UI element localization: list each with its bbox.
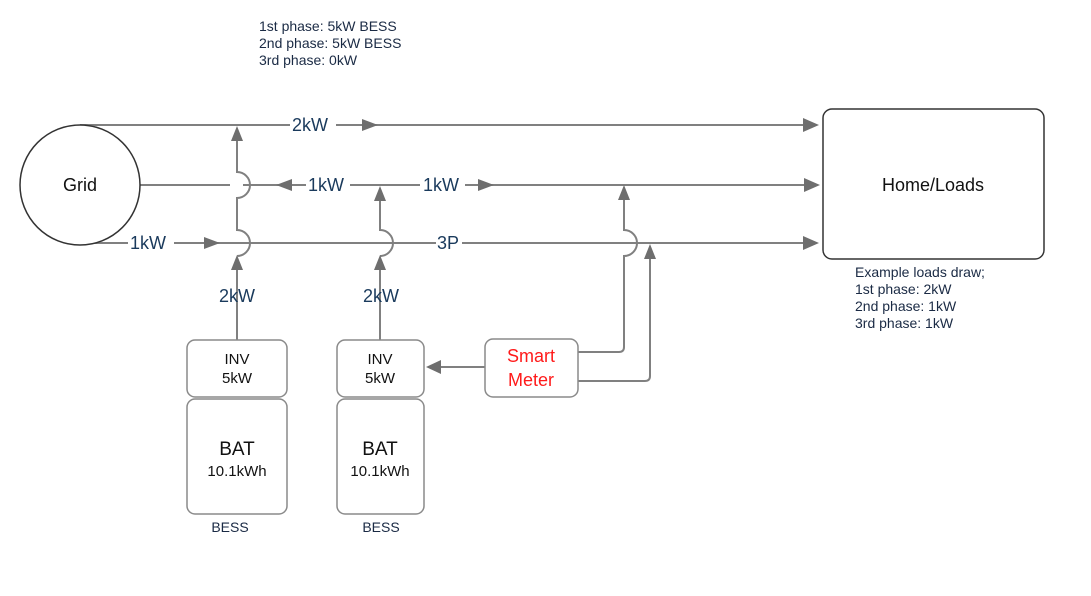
bess2-flow-label: 2kW (363, 286, 399, 306)
phase2-flow-left-label: 1kW (308, 175, 344, 195)
phase2-arrow-right (478, 179, 494, 191)
phase1-arrow-home (803, 118, 819, 132)
bess1-feed-line: 2kW (219, 126, 255, 340)
smart-meter-line-2: Meter (508, 370, 554, 390)
phase2-line: 1kW 1kW (140, 175, 820, 195)
bess2-arrow-lower (374, 255, 386, 270)
battery-box-2 (336, 398, 425, 515)
load-note-line-1: Example loads draw; (855, 264, 985, 280)
phase3-arrow-home (803, 236, 819, 250)
smart-meter-ct-lines (578, 185, 656, 382)
top-note-line-2: 2nd phase: 5kW BESS (259, 35, 401, 51)
bess2-feed-line: 2kW (363, 186, 399, 340)
inverter-title-1: INV (224, 351, 249, 368)
battery-title-1: BAT (219, 439, 255, 460)
smart-meter-arrow (426, 360, 441, 374)
battery-box-1 (186, 398, 288, 515)
grid-node: Grid (19, 124, 141, 246)
ct-arrow-phase3 (644, 244, 656, 259)
load-note-line-4: 3rd phase: 1kW (855, 315, 954, 331)
phase3-flow-label: 1kW (130, 233, 166, 253)
inverter-title-2: INV (367, 351, 392, 368)
top-note-line-3: 3rd phase: 0kW (259, 52, 358, 68)
bess1-arrow-phase1 (231, 126, 243, 141)
phase3-label: 3P (437, 233, 459, 253)
ct-arrow-phase2 (618, 185, 630, 200)
phase2-arrow-left (276, 179, 292, 191)
battery-capacity-1: 10.1kWh (207, 463, 266, 480)
phase1-flow-label: 2kW (292, 115, 328, 135)
phase3-arrow-mid (204, 237, 220, 249)
top-note-line-1: 1st phase: 5kW BESS (259, 18, 397, 34)
bess-1: INV 5kW BAT 10.1kWh BESS (186, 339, 288, 535)
battery-title-2: BAT (362, 439, 398, 460)
inverter-box-2 (336, 339, 425, 398)
bess-caption-2: BESS (362, 519, 399, 535)
inverter-rating-1: 5kW (222, 370, 253, 387)
bess1-arrow-lower (231, 255, 243, 270)
load-note-line-2: 1st phase: 2kW (855, 281, 952, 297)
bess-2: INV 5kW BAT 10.1kWh BESS (336, 339, 425, 535)
bess-caption-1: BESS (211, 519, 248, 535)
phase2-flow-right-label: 1kW (423, 175, 459, 195)
smart-meter-line-1: Smart (507, 346, 555, 366)
bess2-arrow-phase2 (374, 186, 386, 201)
phase1-line: 2kW (80, 115, 819, 135)
inverter-rating-2: 5kW (365, 370, 396, 387)
inverter-box-1 (186, 339, 288, 398)
home-loads-node: Home/Loads (822, 108, 1045, 260)
phase1-arrow-mid (362, 119, 378, 131)
phase3-line: 1kW 3P (80, 233, 819, 253)
phase2-arrow-home (804, 178, 820, 192)
home-loads-label: Home/Loads (882, 175, 984, 195)
grid-label: Grid (63, 175, 97, 195)
smart-meter: Smart Meter (484, 338, 579, 398)
load-note-line-3: 2nd phase: 1kW (855, 298, 957, 314)
bess1-flow-label: 2kW (219, 286, 255, 306)
battery-capacity-2: 10.1kWh (350, 463, 409, 480)
